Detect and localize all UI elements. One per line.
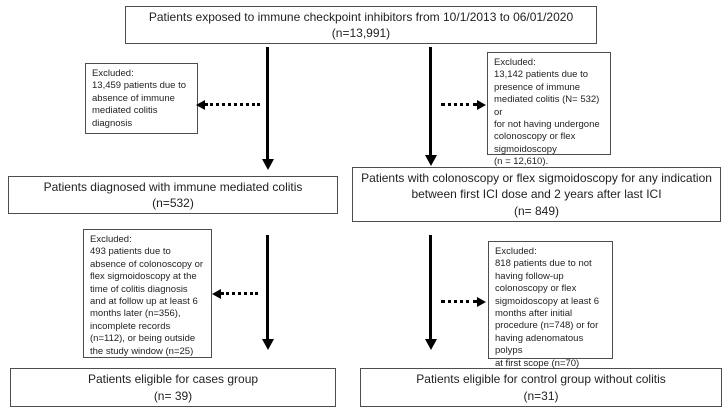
box-colitis-count: (n=532) [152, 196, 194, 210]
box-ici-exposed-line1: Patients exposed to immune checkpoint in… [148, 9, 574, 24]
dotted-line [221, 292, 258, 295]
box-excluded-cases-criteria: Excluded: 493 patients due to absence of… [83, 229, 212, 358]
box-ici-exposed-count: (n=13,991) [331, 26, 391, 40]
box-scope-count: (n= 849) [513, 203, 560, 218]
arrowhead-left-icon [212, 288, 221, 299]
box-cases-line1: Patients eligible for cases group [87, 372, 259, 386]
dotted-arrow-excluded-left-lower [212, 288, 258, 299]
dotted-line [205, 103, 260, 106]
arrowhead-down-icon [424, 155, 437, 166]
dotted-arrow-excluded-right-upper [441, 99, 486, 110]
arrow-colitis-to-cases [261, 235, 274, 350]
box-immune-mediated-colitis: Patients diagnosed with immune mediated … [8, 176, 338, 214]
box-excluded-colitis-or-no-scope: Excluded: 13,142 patients due to presenc… [487, 52, 611, 167]
dotted-line [441, 300, 477, 303]
box-colitis-line1: Patients diagnosed with immune mediated … [43, 179, 303, 194]
box-scope-line1: Patients with colonoscopy or flex sigmoi… [361, 170, 712, 185]
arrowhead-right-icon [477, 99, 486, 110]
arrowhead-down-icon [261, 159, 274, 170]
arrowhead-down-icon [424, 339, 437, 350]
box-ici-exposed-cohort: Patients exposed to immune checkpoint in… [125, 6, 597, 44]
box-controls-count: (n=31) [523, 388, 559, 403]
box-excluded-controls-criteria: Excluded: 818 patients due to not having… [488, 241, 613, 369]
dotted-arrow-excluded-right-lower [441, 296, 486, 307]
box-scope-line2: between first ICI dose and 2 years after… [411, 187, 662, 202]
box-eligible-controls: Patients eligible for control group with… [360, 368, 722, 407]
box-eligible-cases: Patients eligible for cases group (n= 39… [10, 368, 336, 407]
arrowhead-down-icon [261, 339, 274, 350]
box-controls-line1: Patients eligible for control group with… [416, 372, 666, 386]
dotted-arrow-excluded-left-upper [196, 99, 260, 110]
dotted-line [441, 103, 477, 106]
arrowhead-right-icon [477, 296, 486, 307]
arrow-top-to-scope [424, 47, 437, 166]
arrow-scope-to-controls [424, 235, 437, 350]
box-cases-count: (n= 39) [153, 388, 193, 403]
box-excluded-no-colitis-diagnosis: Excluded: 13,459 patients due to absence… [85, 63, 198, 134]
arrow-top-to-colitis [261, 47, 274, 170]
box-colonoscopy-any-indication: Patients with colonoscopy or flex sigmoi… [352, 167, 721, 222]
arrowhead-left-icon [196, 99, 205, 110]
